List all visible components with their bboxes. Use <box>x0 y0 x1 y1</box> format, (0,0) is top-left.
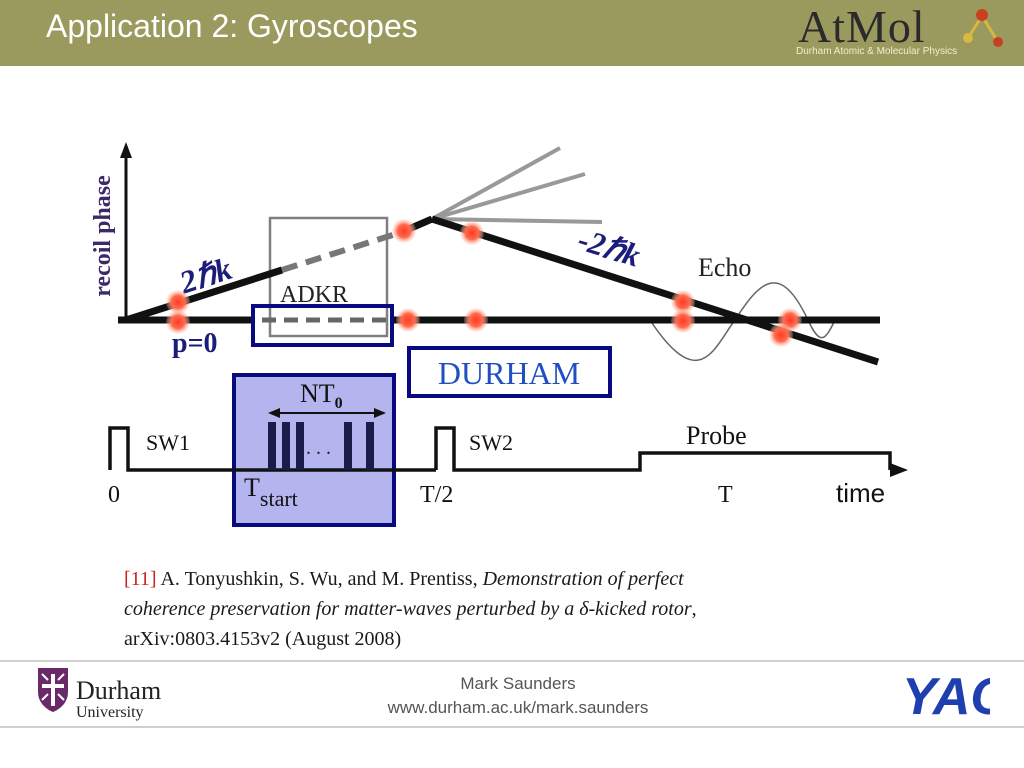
rising-line-dashed <box>281 229 403 273</box>
pulse-dots: . . . <box>306 437 331 459</box>
durham-box-label: DURHAM <box>438 355 580 391</box>
fan-line-2 <box>431 172 586 221</box>
tick-t-half: T/2 <box>420 482 453 508</box>
footer-divider-top <box>0 660 1024 662</box>
slide-title: Application 2: Gyroscopes <box>46 8 418 44</box>
fan-line-3 <box>431 217 603 224</box>
sw1-label: SW1 <box>146 430 190 455</box>
nt0-right-arrow-icon <box>374 408 386 418</box>
timeline-sw2-probe <box>434 426 892 472</box>
echo-wave <box>649 282 836 361</box>
echo-label: Echo <box>698 253 751 282</box>
citation: [11] A. Tonyushkin, S. Wu, and M. Prenti… <box>124 564 864 654</box>
atmol-logo: AtMol Durham Atomic & Molecular Physics <box>790 1 1012 62</box>
atom-dot-10 <box>769 323 793 347</box>
durham-university-logo: Durham University <box>36 664 186 726</box>
time-axis-arrow-icon <box>890 463 908 477</box>
descending-line <box>430 215 880 366</box>
citation-arxiv: arXiv:0803.4153v2 (August 2008) <box>124 628 402 650</box>
atmol-molecule-icon <box>963 9 1003 47</box>
atom-dot-8 <box>671 309 695 333</box>
durham-shield-icon <box>38 668 68 712</box>
atom-dot-2 <box>166 310 190 334</box>
yao-logo-text: YAO <box>902 668 990 724</box>
atom-dot-6 <box>464 308 488 332</box>
timeline-sw1-pulse <box>108 426 270 472</box>
kick-pulse-1 <box>268 422 276 470</box>
citation-authors: A. Tonyushkin, S. Wu, and M. Prentiss, <box>160 568 478 590</box>
time-axis-label: time <box>836 478 885 508</box>
fan-line-1 <box>431 146 561 221</box>
probe-label: Probe <box>686 421 747 450</box>
tick-tstart: Tstart <box>244 473 298 511</box>
footer-name: Mark Saunders <box>460 674 576 693</box>
kick-pulse-3 <box>296 422 304 470</box>
y-axis-label: recoil phase <box>90 175 116 297</box>
durham-logo-word: Durham <box>76 676 162 705</box>
atmol-logo-word: AtMol <box>798 1 926 52</box>
yao-logo: YAO <box>902 668 990 724</box>
nt0-label: NT0 <box>300 379 343 412</box>
y-axis-arrow-icon <box>120 142 132 158</box>
gyroscope-diagram: recoil phase ADKR 2ℏk -2ℏk Echo p=0 DURH… <box>90 142 908 527</box>
footer-url[interactable]: www.durham.ac.uk/mark.saunders <box>387 698 649 717</box>
adkr-label: ADKR <box>280 282 348 308</box>
atom-dot-4 <box>460 221 484 245</box>
sw2-label: SW2 <box>469 430 513 455</box>
atom-dot-1 <box>166 290 190 314</box>
nt0-left-arrow-icon <box>268 408 280 418</box>
tick-t: T <box>718 482 733 508</box>
atom-dot-7 <box>671 290 695 314</box>
atmol-logo-subtitle: Durham Atomic & Molecular Physics <box>796 46 958 57</box>
tick-zero: 0 <box>108 482 120 508</box>
rising-line <box>124 266 284 324</box>
atom-dot-5 <box>396 308 420 332</box>
kick-pulse-5 <box>366 422 374 470</box>
atom-dot-3 <box>392 219 416 243</box>
citation-ref: [11] <box>124 568 157 590</box>
kick-pulse-2 <box>282 422 290 470</box>
adkr-baseline-box <box>251 304 394 347</box>
citation-title-part2: coherence preservation for matter-waves … <box>124 598 692 620</box>
durham-logo-university: University <box>76 704 144 721</box>
citation-comma: , <box>691 598 697 620</box>
footer-divider-bottom <box>0 726 1024 728</box>
kick-pulse-4 <box>344 422 352 470</box>
durham-box <box>407 346 612 398</box>
header-bar: Application 2: Gyroscopes AtMol Durham A… <box>0 0 1024 66</box>
footer-text: Mark Saunders www.durham.ac.uk/mark.saun… <box>318 672 718 720</box>
citation-title-part1: Demonstration of perfect <box>482 568 684 590</box>
